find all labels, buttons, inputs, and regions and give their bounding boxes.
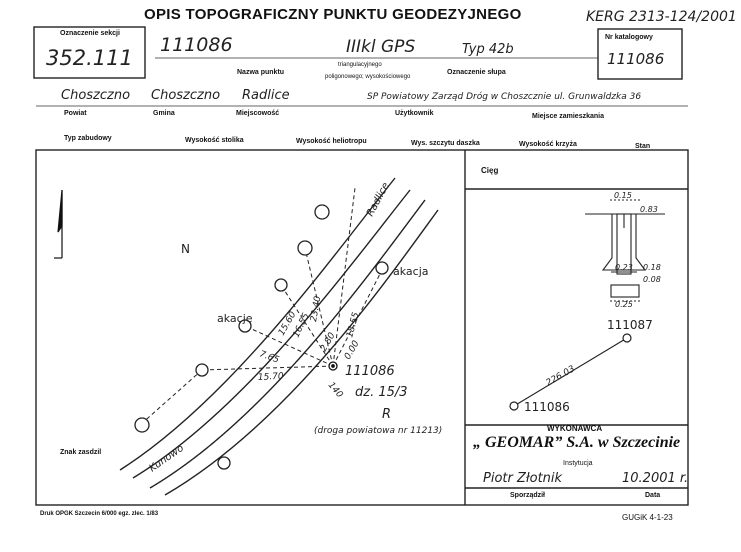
- distance-label: 15.70: [258, 372, 285, 383]
- marker-caption: Znak zasdzil: [60, 449, 102, 456]
- parcel-label: dz. 15/3: [355, 385, 408, 400]
- road-edge-far: [149, 199, 426, 489]
- profile-dim: 0.23: [615, 263, 633, 272]
- institution-label: Instytucja: [563, 460, 593, 467]
- road-edge-far2: [164, 209, 439, 496]
- tree-marker: [375, 261, 389, 275]
- road-note: (droga powiatowa nr 11213): [314, 426, 443, 436]
- point-name-label: Nazwa punktu: [237, 69, 285, 76]
- survey-date: 10.2001 r.: [622, 471, 689, 486]
- reference-code: KERG 2313-124/2001: [586, 9, 737, 25]
- profile-label: Cięg: [481, 166, 499, 175]
- user-value: SP Powiatowy Zarząd Dróg w Choszcznie ul…: [367, 92, 642, 102]
- distance-label: 23.40: [309, 295, 323, 322]
- tree-marker: [134, 417, 150, 433]
- profile-dim: 0.18: [643, 263, 661, 272]
- tree-marker: [195, 363, 209, 377]
- form-title: OPIS TOPOGRAFICZNY PUNKTU GEODEZYJNEGO: [144, 6, 522, 23]
- road-name-radlice: Radlice: [365, 181, 392, 219]
- heliotrope-height-label: Wysokość heliotropu: [296, 138, 367, 145]
- road-edge-inner: [132, 189, 411, 479]
- base-point-label: 111086: [524, 400, 570, 414]
- point-type: Typ 42b: [462, 42, 514, 57]
- tree-marker: [217, 456, 231, 470]
- tree-marker: [314, 204, 330, 220]
- build-type-label: Typ zabudowy: [64, 135, 112, 142]
- commune-value: Choszczno: [151, 88, 221, 103]
- surveyor-name: Piotr Złotnik: [483, 471, 563, 486]
- cross-height-label: Wysokość krzyża: [519, 141, 577, 148]
- south-label: R: [382, 407, 392, 422]
- network-type-line2: poligonowego; wysokościowego: [325, 74, 411, 80]
- tree-marker: [238, 319, 252, 333]
- point-marker-icon: [328, 361, 338, 371]
- executor-label: WYKONAWCA: [547, 424, 603, 433]
- distance-label: 0.00: [343, 339, 362, 362]
- point-class: IIIkl GPS: [346, 37, 416, 57]
- state-label: Stan: [635, 143, 651, 150]
- footer-print-info: Druk OPGK Szczecin 6/000 egz. zlec. 1/83: [40, 511, 159, 517]
- profile-distance: 226.03: [545, 364, 578, 389]
- commune-label: Gmina: [153, 110, 175, 117]
- table-height-label: Wysokość stolika: [185, 137, 244, 144]
- distance-label: 18.55: [345, 311, 361, 339]
- residence-label: Miejsce zamieszkania: [532, 113, 604, 120]
- locality-value: Radlice: [242, 88, 290, 103]
- catalog-value: 111086: [607, 50, 665, 68]
- north-label: N: [181, 242, 190, 256]
- section-id-label: Oznaczenie sekcji: [60, 30, 120, 37]
- county-value: Choszczno: [61, 88, 131, 103]
- profile-dim: 0.83: [640, 205, 658, 214]
- user-label: Użytkownik: [395, 110, 434, 117]
- section-id-value: 352.111: [46, 46, 133, 70]
- roof-height-label: Wys. szczytu daszka: [411, 140, 480, 147]
- tree-label-akacje: akacje: [217, 312, 253, 325]
- surveyor-label: Sporządził: [510, 492, 546, 499]
- profile-dim: 0.15: [614, 191, 632, 200]
- executor-company: „ GEOMAR” S.A. w Szczecinie: [473, 434, 681, 451]
- ref-point-label: 111087: [607, 318, 653, 332]
- county-label: Powiat: [64, 110, 87, 117]
- date-label: Data: [645, 492, 661, 499]
- catalog-label: Nr katalogowy: [605, 34, 653, 41]
- road-edge-outer: [119, 177, 396, 471]
- locality-label: Miejscowość: [236, 110, 280, 117]
- base-point-marker: [509, 401, 519, 411]
- map-point-label: 111086: [345, 364, 395, 379]
- ref-point-marker: [622, 333, 632, 343]
- profile-dim: 0.08: [643, 275, 661, 284]
- tree-label-akacja: akacja: [393, 265, 429, 278]
- sign-label: Oznaczenie słupa: [447, 69, 506, 76]
- tree-marker: [297, 240, 313, 256]
- road-name-kunowo: Kunowo: [147, 443, 186, 475]
- tree-marker: [274, 278, 288, 292]
- profile-dim: 0.25: [615, 300, 633, 309]
- network-type-line1: triangulacyjnego: [338, 62, 382, 68]
- footer-form-code: GUGiK 4-1-23: [622, 513, 673, 522]
- north-arrow-icon: [54, 189, 63, 259]
- point-name: 111086: [160, 34, 233, 56]
- distance-label: 140: [326, 381, 345, 401]
